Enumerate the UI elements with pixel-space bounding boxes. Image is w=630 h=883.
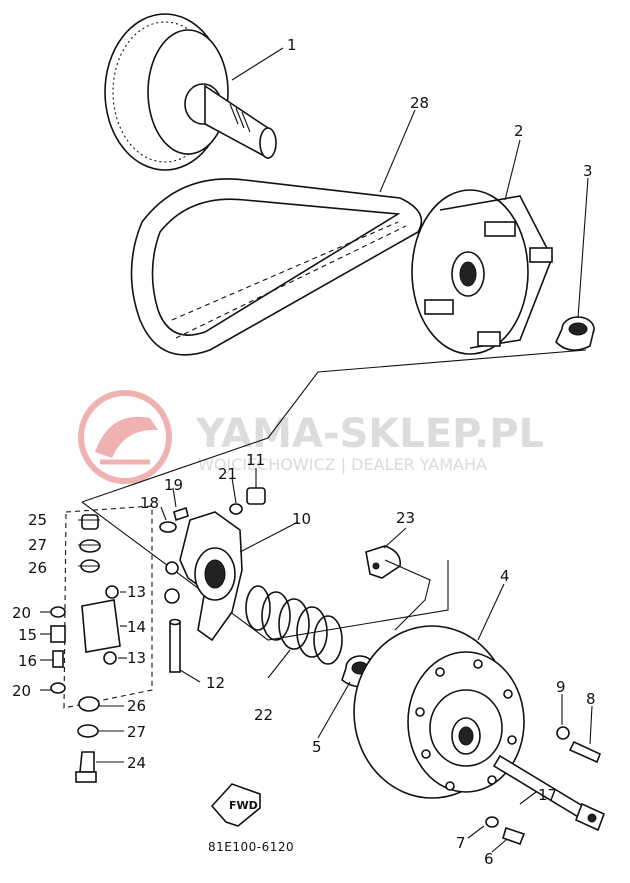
- callout-4: 4: [500, 567, 510, 585]
- callout-8: 8: [586, 690, 596, 708]
- part-3-collar: [555, 316, 595, 351]
- callout-15: 15: [18, 626, 37, 644]
- part-2-primary-sheave: [411, 189, 553, 355]
- callout-20-top: 20: [12, 604, 31, 622]
- fwd-direction-arrow: FWD: [210, 783, 261, 827]
- part-13-roller-top: [105, 585, 119, 599]
- part-10-weight-holder: [164, 511, 243, 642]
- left-parts-stack: [50, 505, 153, 783]
- callout-17: 17: [538, 786, 557, 804]
- callout-6: 6: [484, 850, 494, 868]
- part-16-pin: [52, 650, 64, 668]
- callout-28: 28: [410, 94, 429, 112]
- part-27-washer-bottom: [77, 724, 99, 738]
- part-1-secondary-sheave: [104, 13, 277, 171]
- fwd-label: FWD: [229, 799, 258, 812]
- part-19-clip: [173, 506, 189, 522]
- callout-27-bottom: 27: [127, 723, 146, 741]
- part-27-washer-top: [79, 539, 101, 553]
- callout-1: 1: [287, 36, 297, 54]
- callout-21: 21: [218, 465, 237, 483]
- part-18-washer: [159, 521, 177, 533]
- callout-5: 5: [312, 738, 322, 756]
- callout-26-top: 26: [28, 559, 47, 577]
- part-17-bolt: [492, 754, 606, 832]
- callout-19: 19: [164, 476, 183, 494]
- part-14-weight: [81, 599, 121, 653]
- part-8-9-bolt-washer: [556, 726, 602, 764]
- part-7-washer: [485, 816, 499, 828]
- part-4-movable-sheave: [353, 625, 525, 799]
- part-20-washer-top: [50, 606, 66, 618]
- callout-9: 9: [556, 678, 566, 696]
- part-6-screw: [502, 826, 526, 846]
- callout-20-bottom: 20: [12, 682, 31, 700]
- small-parts-upper: [159, 487, 266, 533]
- part-21-washer: [229, 503, 243, 515]
- watermark-subtitle: WOJCIECHOWICZ | DEALER YAMAHA: [198, 455, 487, 474]
- part-12-pin: [169, 618, 181, 673]
- callout-13-top: 13: [127, 583, 146, 601]
- callout-25: 25: [28, 511, 47, 529]
- callout-14: 14: [127, 618, 146, 636]
- part-8-bolt: [568, 740, 602, 764]
- part-11-cap: [246, 487, 266, 505]
- callout-22: 22: [254, 706, 273, 724]
- callout-27-top: 27: [28, 536, 47, 554]
- part-22-spring: [245, 585, 343, 665]
- drawing-code: 81E100-6120: [208, 840, 294, 854]
- part-23-bracket: [365, 545, 431, 631]
- part-24-bolt: [79, 751, 95, 773]
- callout-16: 16: [18, 652, 37, 670]
- part-28-drive-belt: [130, 178, 423, 356]
- callout-13-bottom: 13: [127, 649, 146, 667]
- part-25-cap: [81, 514, 99, 530]
- part-26-damper-bottom: [78, 696, 100, 712]
- watermark: YAMA-SKLEP.PL WOJCIECHOWICZ | DEALER YAM…: [78, 390, 544, 484]
- callout-18: 18: [140, 494, 159, 512]
- callout-2: 2: [514, 122, 524, 140]
- watermark-logo: [78, 390, 172, 484]
- watermark-title: YAMA-SKLEP.PL: [195, 411, 544, 457]
- part-15-slider: [50, 625, 66, 643]
- callout-3: 3: [583, 162, 593, 180]
- callout-10: 10: [292, 510, 311, 528]
- part-20-washer-bottom: [50, 682, 66, 694]
- callout-7: 7: [456, 834, 466, 852]
- callout-23: 23: [396, 509, 415, 527]
- part-9-washer: [556, 726, 570, 740]
- callout-labels: 1 2 3 4 5 6 7 8 9 10 11 12 13 13 14 15 1…: [12, 36, 596, 868]
- callout-24: 24: [127, 754, 146, 772]
- callout-12: 12: [206, 674, 225, 692]
- callout-11: 11: [246, 451, 265, 469]
- callout-26-bottom: 26: [127, 697, 146, 715]
- part-13-roller-bottom: [103, 651, 117, 665]
- part-6-7-screw-washer: [485, 816, 526, 846]
- leader-lines: [40, 47, 593, 853]
